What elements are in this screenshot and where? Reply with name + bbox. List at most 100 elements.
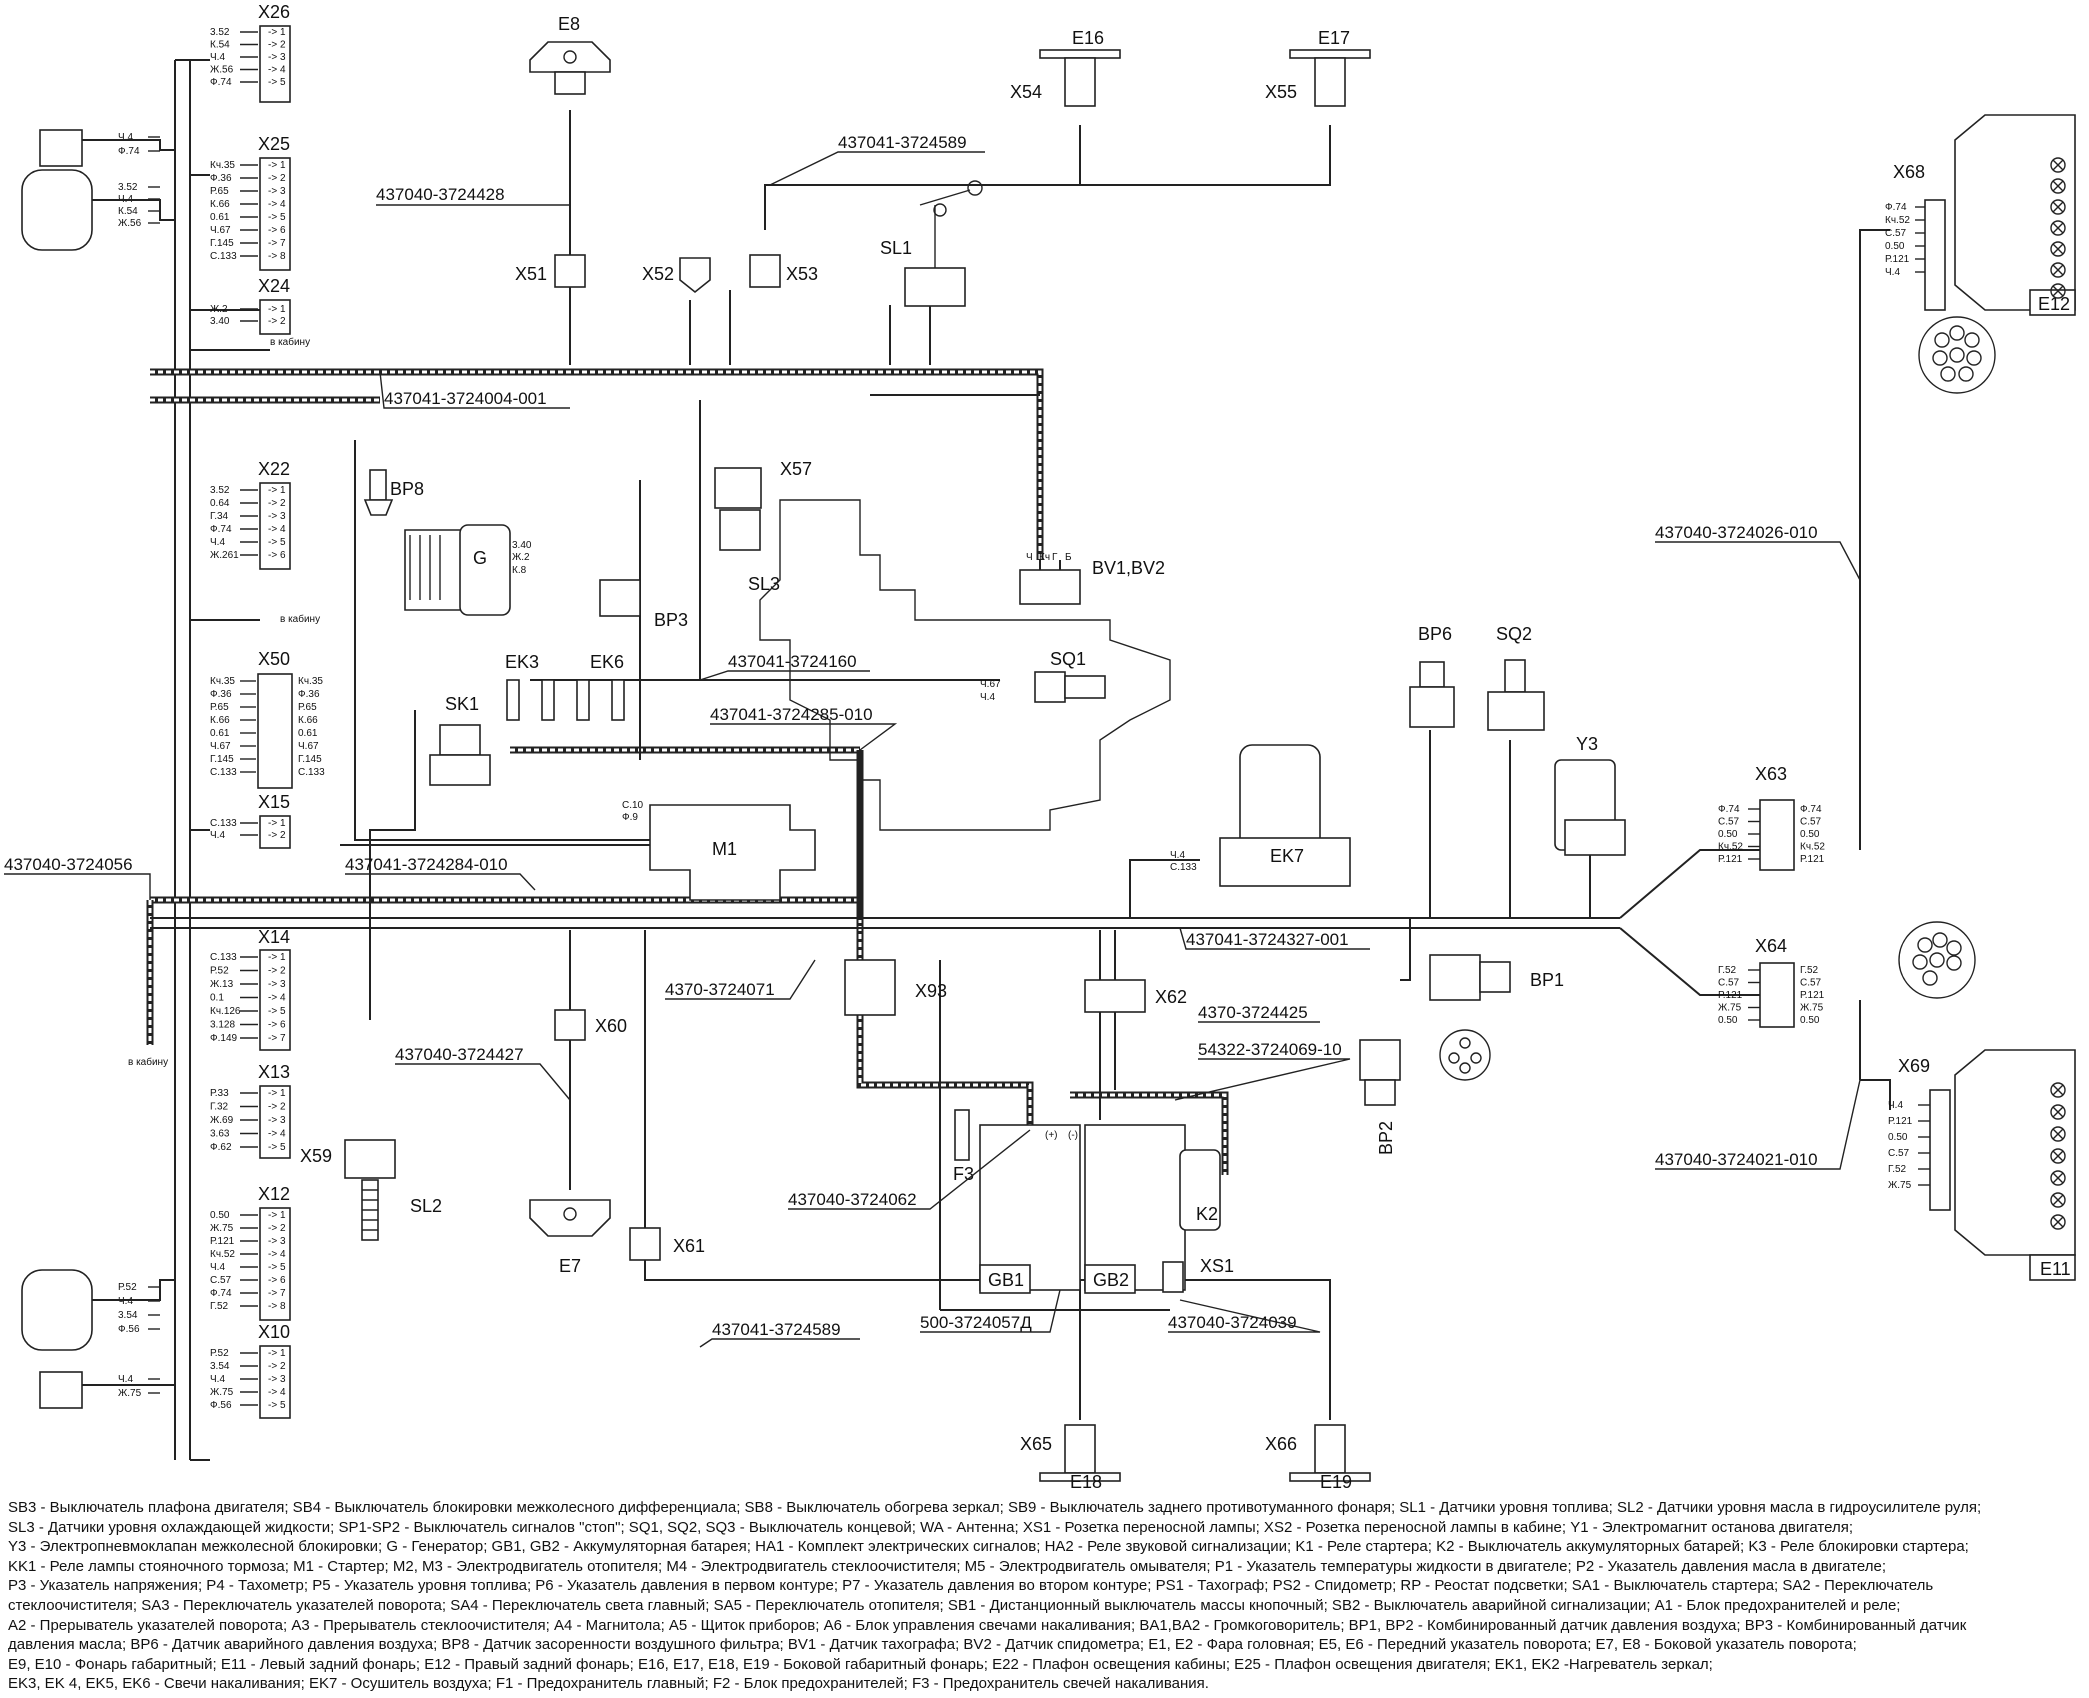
E11-label: E11 [2040, 1259, 2071, 1279]
wire-label: Ф.36 [210, 173, 232, 184]
lamp-E17: E17 X55 [1265, 28, 1371, 107]
wire-label: С.57 [1888, 1148, 1910, 1159]
generator-G: G 3.40 Ж.2 К.8 [404, 524, 532, 616]
dryer-EK7: EK7 Ч.4 С.133 [1170, 744, 1351, 887]
connector-X14: X14 С.133-> 1Р.52-> 2Ж.13-> 30.1-> 4Кч.1… [210, 927, 291, 1051]
X68-label: X68 [1893, 162, 1925, 182]
wire-label: С.133 [298, 767, 325, 778]
connector-X26: X26 3.52-> 1К.54-> 2Ч.4-> 3Ж.56-> 4Ф.74-… [210, 2, 291, 103]
svg-text:3.40: 3.40 [512, 540, 532, 551]
wire-label: 3.40 [210, 316, 230, 327]
wire-label: 0.50 [1885, 241, 1905, 252]
harness-code: 4370-3724071 [665, 980, 775, 999]
X12-label: X12 [258, 1184, 290, 1204]
pin-number: -> 2 [268, 498, 286, 509]
pin-number: -> 1 [268, 1088, 286, 1099]
pin-number: -> 3 [268, 979, 286, 990]
GB2-label: GB2 [1093, 1270, 1129, 1290]
wire-label: Ч.4 [118, 1374, 133, 1385]
bulb-cross [2052, 1194, 2064, 1206]
switch-SQ1: SQ1 Ч.67 Ч.4 [980, 649, 1106, 703]
pin-number: -> 6 [268, 1020, 286, 1031]
X65-label: X65 [1020, 1434, 1052, 1454]
E18-label: E18 [1070, 1472, 1102, 1490]
EK6-label: EK6 [590, 652, 624, 672]
X13-label: X13 [258, 1062, 290, 1082]
pin-number: -> 7 [268, 1288, 286, 1299]
pin-number: -> 3 [268, 1236, 286, 1247]
wire-label: Ж.2 [210, 304, 228, 315]
E19-label: E19 [1320, 1472, 1352, 1490]
wire-label: 0.64 [210, 498, 230, 509]
harness-code: 437041-3724284-010 [345, 855, 508, 874]
wire-label: Кч.35 [210, 160, 235, 171]
connector-X15: X15 С.133-> 1Ч.4-> 2 [210, 792, 291, 849]
wire-label: Г.52 [1888, 1164, 1907, 1175]
connector-X62: X62 [1084, 979, 1187, 1013]
sensor-SL1: SL1 [880, 180, 983, 307]
wire-label: С.57 [1800, 978, 1822, 989]
wire-label: 0.50 [1888, 1132, 1908, 1143]
X15-label: X15 [258, 792, 290, 812]
svg-text:С.133: С.133 [1170, 862, 1197, 873]
M1-label: M1 [712, 839, 737, 859]
bulb-cross [2052, 1150, 2064, 1162]
pin-number: -> 5 [268, 212, 286, 223]
connector-X59: X59 [300, 1139, 396, 1241]
wire-label: 3.54 [118, 1310, 138, 1321]
pin-number: -> 2 [268, 1102, 286, 1113]
EK7-label: EK7 [1270, 846, 1304, 866]
harness-code: 54322-3724069-10 [1198, 1040, 1342, 1059]
E8-label: E8 [558, 14, 580, 34]
wire-label: Ч.4 [210, 537, 225, 548]
pin-number: -> 2 [268, 1361, 286, 1372]
BP1-label: BP1 [1530, 970, 1564, 990]
wire-label: Р.121 [1800, 854, 1825, 865]
wire-label: 3.128 [210, 1020, 235, 1031]
bulb-icon [2050, 1170, 2066, 1186]
legend-line: EK3, EK 4, EK5, EK6 - Свечи накаливания;… [8, 1675, 1209, 1693]
svg-text:(-): (-) [1068, 1130, 1078, 1141]
X60-label: X60 [595, 1016, 627, 1036]
pin-number: -> 4 [268, 1387, 286, 1398]
X55-label: X55 [1265, 82, 1297, 102]
glow-plugs: EK3 EK6 [505, 652, 625, 721]
wire-label: Ж.56 [118, 218, 142, 229]
K2-label: K2 [1196, 1204, 1218, 1224]
connector-X13: X13 Р.33-> 1Г.32-> 2Ж.69-> 33.63-> 4Ф.62… [210, 1062, 291, 1159]
lamp-E6: Ч.4Ф.74 [39, 129, 175, 167]
pin-number: -> 4 [268, 993, 286, 1004]
wire-label: 3.52 [210, 27, 230, 38]
X10-label: X10 [258, 1322, 290, 1342]
lamp-E7: E7 [529, 1199, 611, 1276]
wire-label: Ф.56 [118, 1324, 140, 1335]
X54-label: X54 [1010, 82, 1042, 102]
wire-label: 0.61 [210, 728, 230, 739]
wire-label: 0.50 [1718, 1015, 1738, 1026]
legend-line: SL3 - Датчики уровня охлаждающей жидкост… [8, 1518, 1854, 1536]
wire-label: Ч.4 [118, 1296, 133, 1307]
wire-label: Ч.4 [1885, 267, 1900, 278]
wire-label: Ж.56 [210, 65, 234, 76]
wire-label: Ч.4 [1888, 1100, 1903, 1111]
bulb-icon [2050, 199, 2066, 215]
wire-label: Ф.74 [210, 524, 232, 535]
to-cabin-note-1: в кабину [270, 336, 310, 348]
legend-line: A2 - Прерыватель указателей поворота; A3… [8, 1616, 1967, 1634]
wire-label: Г.52 [1718, 965, 1737, 976]
pin-number: -> 2 [268, 316, 286, 327]
wire-label: Ж.75 [1888, 1180, 1912, 1191]
bulb-cross [2052, 243, 2064, 255]
wire-label: Р.121 [1800, 990, 1825, 1001]
wire-label: Кч.35 [298, 676, 323, 687]
to-cabin-note-3: в кабину [128, 1056, 168, 1068]
wire-label: Ж.75 [210, 1223, 234, 1234]
wire-label: Ч [1026, 552, 1033, 563]
wire-label: Р.121 [1718, 990, 1743, 1001]
X64-label: X64 [1755, 936, 1787, 956]
bulb-cross [2052, 1172, 2064, 1184]
pin-number: -> 3 [268, 1115, 286, 1126]
